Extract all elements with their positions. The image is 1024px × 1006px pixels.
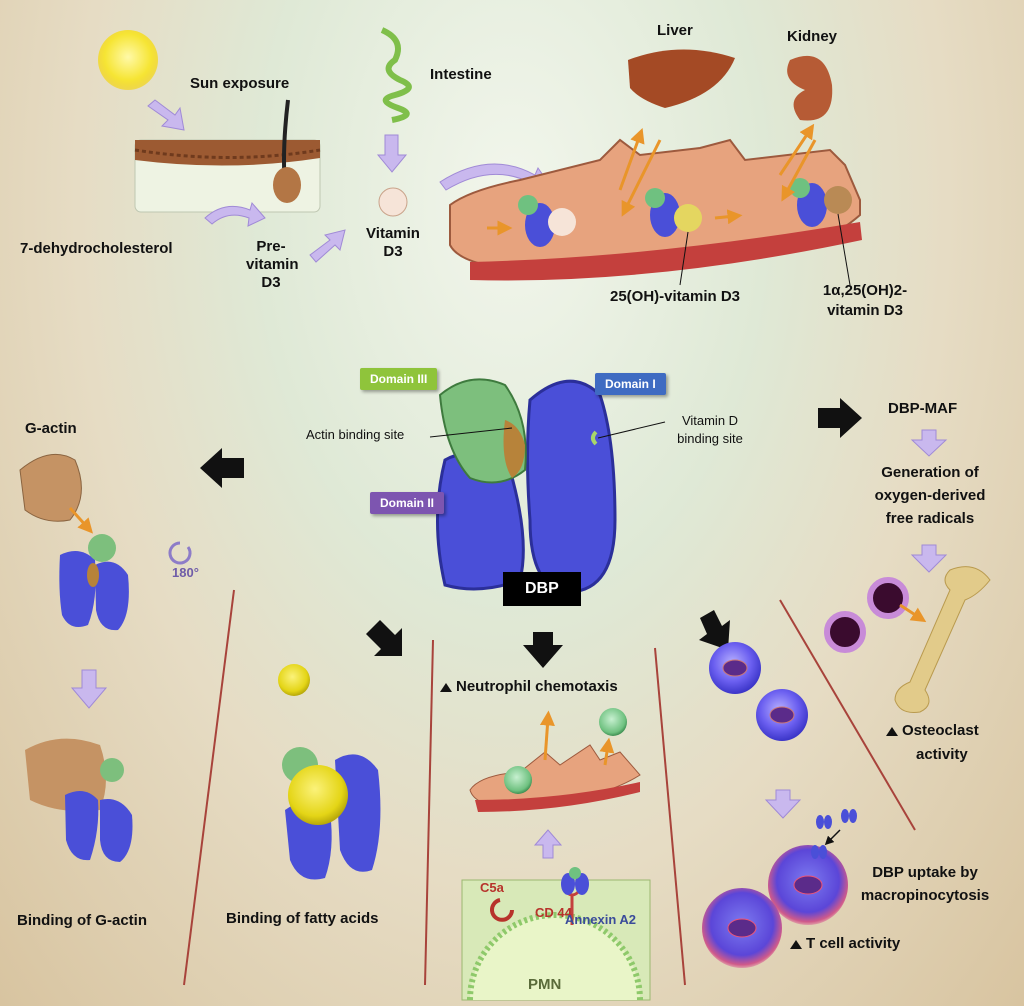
rotation-label: 180° bbox=[172, 565, 199, 580]
liver-label: Liver bbox=[657, 22, 693, 39]
seven-dhc-label: 7-dehydrocholesterol bbox=[20, 240, 173, 257]
intestine-label: Intestine bbox=[430, 66, 492, 83]
t-cell-panel bbox=[702, 642, 857, 968]
pathway-arrows-top bbox=[147, 99, 551, 263]
vessel-dbp-complexes bbox=[518, 178, 852, 247]
g-actin-panel bbox=[19, 453, 133, 862]
binding-gactin-label: Binding of G-actin bbox=[17, 912, 147, 929]
actin-site-label: Actin binding site bbox=[306, 427, 405, 442]
calcitriol-label-1: 1α,25(OH)2- bbox=[822, 282, 908, 299]
sun-exposure-label: Sun exposure bbox=[190, 75, 290, 92]
dbp-maf-panel bbox=[824, 429, 991, 713]
panel-separators bbox=[183, 589, 916, 986]
up-arrow-icon bbox=[440, 682, 452, 692]
sun-icon bbox=[98, 30, 158, 90]
domain-i-tag: Domain I bbox=[595, 373, 666, 395]
gen-label-1: Generation of bbox=[881, 464, 979, 481]
osteoclast-text: Osteoclast bbox=[902, 722, 979, 739]
pointer-line-calcitriol bbox=[837, 213, 851, 286]
dbp-label: DBP bbox=[503, 572, 581, 606]
kidney-icon bbox=[787, 55, 833, 121]
osteoclast-label-2: activity bbox=[916, 746, 968, 763]
gen-label-2: oxygen-derived bbox=[874, 487, 986, 504]
up-arrow-icon bbox=[886, 726, 898, 736]
up-arrow-icon bbox=[790, 939, 802, 949]
binding-fatty-label: Binding of fatty acids bbox=[226, 910, 379, 927]
gen-label-3: free radicals bbox=[885, 510, 975, 527]
annexin-label: Annexin A2 bbox=[565, 912, 637, 927]
vitamin-d3-ball bbox=[378, 187, 408, 217]
25oh-vitamin-label: 25(OH)-vitamin D3 bbox=[610, 288, 741, 305]
lavender-arrow-down-gactin bbox=[70, 669, 108, 709]
rotate-icon bbox=[168, 541, 192, 565]
liver-icon bbox=[628, 49, 735, 108]
vitd-site-label-1: Vitamin D bbox=[681, 413, 739, 428]
osteoclast-label: Osteoclast bbox=[886, 722, 979, 740]
domain-iii-tag: Domain III bbox=[360, 368, 438, 390]
fatty-acid-panel bbox=[278, 664, 381, 880]
cd44-label: CD 44 bbox=[535, 905, 572, 920]
neutrophil-label: Neutrophil chemotaxis bbox=[440, 678, 618, 696]
domain-ii-tag: Domain II bbox=[370, 492, 445, 514]
vitd-site-pointer bbox=[597, 421, 666, 439]
tcell-text: T cell activity bbox=[806, 935, 901, 952]
black-arrows bbox=[200, 398, 862, 668]
neutrophil-text: Neutrophil chemotaxis bbox=[456, 678, 618, 695]
kidney-label: Kidney bbox=[787, 28, 838, 45]
g-actin-label: G-actin bbox=[25, 420, 77, 437]
vitamin-d3-label: Vitamin D3 bbox=[366, 225, 420, 260]
actin-site-pointer bbox=[429, 427, 513, 438]
pmn-label: PMN bbox=[528, 976, 562, 993]
dbp-maf-label: DBP-MAF bbox=[888, 400, 958, 417]
skin-icon bbox=[134, 99, 321, 213]
calcitriol-label-2: vitamin D3 bbox=[827, 302, 903, 319]
uptake-label-2: macropinocytosis bbox=[860, 887, 990, 904]
pointer-line-25oh bbox=[679, 231, 689, 286]
dbp-protein bbox=[436, 378, 617, 594]
vessel-arrows bbox=[487, 123, 817, 236]
uptake-label-1: DBP uptake by bbox=[872, 864, 978, 881]
pre-vitamin-label: Pre-vitamin D3 bbox=[246, 238, 299, 291]
vitd-site-label-2: binding site bbox=[677, 431, 743, 446]
intestine-icon bbox=[380, 27, 412, 123]
neutrophil-panel bbox=[461, 708, 651, 1001]
c5a-label: C5a bbox=[480, 880, 504, 895]
tcell-label: T cell activity bbox=[790, 935, 900, 953]
